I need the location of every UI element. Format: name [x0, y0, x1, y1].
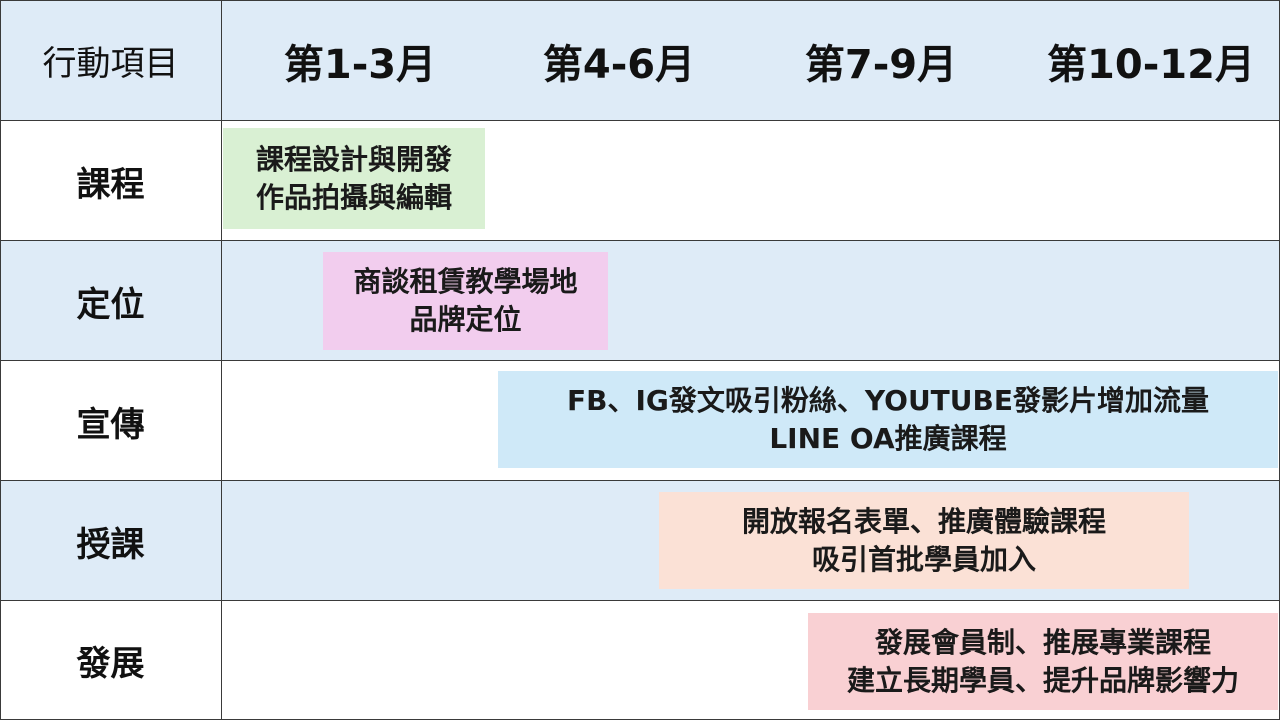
task-line: 吸引首批學員加入 — [811, 542, 1036, 576]
task-line: 發展會員制、推展專業課程 — [874, 625, 1211, 659]
column-header-q4: 第10-12月 — [1047, 41, 1255, 88]
row-label-course: 課程 — [76, 164, 145, 205]
task-bar-development: 發展會員制、推展專業課程 建立長期學員、提升品牌影響力 — [808, 613, 1278, 710]
grid-line — [0, 240, 1280, 241]
row-label-positioning: 定位 — [76, 284, 145, 325]
task-line: LINE OA推廣課程 — [769, 421, 1007, 455]
task-line: 建立長期學員、提升品牌影響力 — [846, 663, 1239, 697]
row-label-teaching: 授課 — [76, 524, 145, 565]
task-line: 開放報名表單、推廣體驗課程 — [741, 504, 1106, 538]
corner-header: 行動項目 — [42, 44, 179, 84]
task-line: 課程設計與開發 — [255, 142, 452, 176]
task-line: FB、IG發文吸引粉絲、YOUTUBE發影片增加流量 — [567, 383, 1209, 417]
grid-line — [0, 480, 1280, 481]
row-label-promotion: 宣傳 — [76, 404, 145, 445]
row-background-course — [0, 121, 1280, 241]
task-bar-teaching: 開放報名表單、推廣體驗課程 吸引首批學員加入 — [659, 492, 1189, 589]
row-background-positioning — [0, 241, 1280, 361]
row-label-development: 發展 — [76, 644, 145, 684]
task-line: 作品拍攝與編輯 — [255, 180, 452, 214]
task-bar-course: 課程設計與開發 作品拍攝與編輯 — [223, 128, 485, 229]
header-row — [0, 0, 1280, 121]
grid-line — [0, 120, 1280, 121]
task-line: 品牌定位 — [409, 303, 522, 336]
grid-line — [0, 360, 1280, 361]
task-line: 商談租賃教學場地 — [353, 265, 578, 298]
column-header-q3: 第7-9月 — [804, 41, 958, 88]
column-header-q2: 第4-6月 — [542, 41, 696, 88]
grid-line — [0, 600, 1280, 601]
task-bar-positioning: 商談租賃教學場地 品牌定位 — [323, 252, 608, 350]
task-bar-promotion: FB、IG發文吸引粉絲、YOUTUBE發影片增加流量 LINE OA推廣課程 — [498, 371, 1278, 468]
grid-line — [221, 0, 222, 720]
column-header-q1: 第1-3月 — [283, 41, 437, 88]
